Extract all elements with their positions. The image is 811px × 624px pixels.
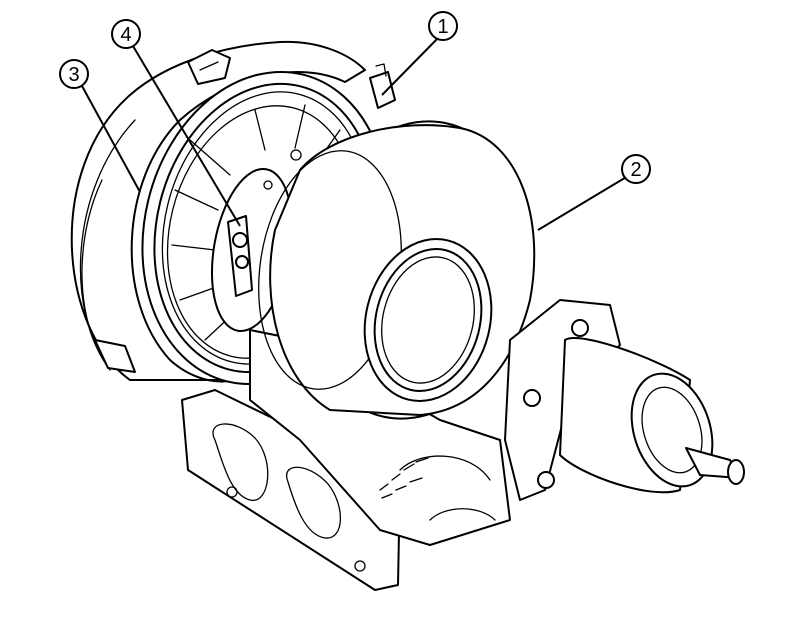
callout-3: 3 [59,59,89,89]
callout-2-label: 2 [630,159,641,181]
leader-lines [81,35,629,231]
leader-1 [381,35,441,96]
leader-3 [81,85,141,193]
callout-3-label: 3 [68,64,79,86]
center-housing-assembly [181,120,745,591]
leader-4 [132,45,241,227]
leader-2 [537,175,629,231]
callout-4-label: 4 [120,24,131,46]
callout-1-label: 1 [437,16,448,38]
callout-2: 2 [621,154,651,184]
turbine-housing [70,40,366,383]
callout-1: 1 [428,11,458,41]
callout-4: 4 [111,19,141,49]
